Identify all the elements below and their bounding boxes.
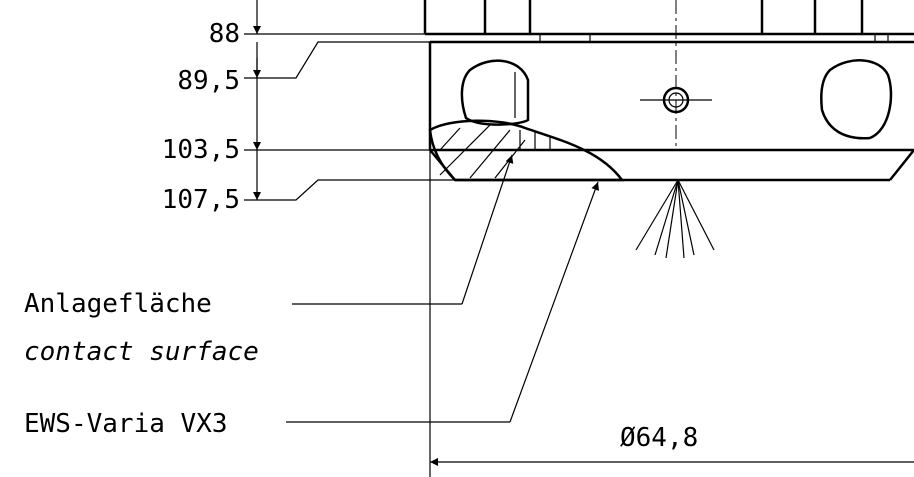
- dimension-107-5: 107,5: [162, 185, 240, 215]
- label-leaders: [286, 154, 600, 423]
- diameter-label: Ø64,8: [620, 423, 698, 453]
- upper-body: [423, 0, 914, 43]
- dimension-89-5: 89,5: [177, 66, 240, 96]
- contact-surface-label-en: contact surface: [24, 337, 259, 367]
- dimension-88: 88: [209, 19, 240, 49]
- contact-surface-label-de: Anlagefläche: [24, 289, 212, 319]
- diameter-dimension-line: [429, 150, 914, 477]
- tool-head: [428, 40, 914, 182]
- dimension-103-5: 103,5: [162, 135, 240, 165]
- spray-lines: [635, 179, 715, 259]
- product-label: EWS-Varia VX3: [24, 409, 228, 439]
- dimension-leaders: [244, 33, 520, 201]
